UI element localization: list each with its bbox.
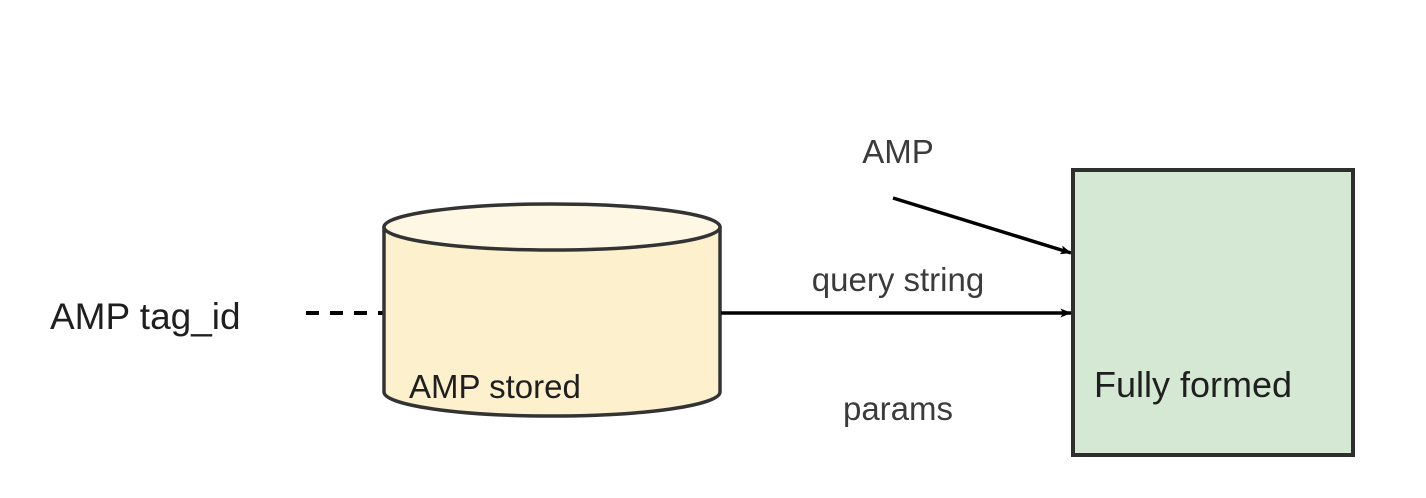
- amp-query-string-params-label: AMP query string params: [778, 45, 1018, 498]
- cylinder-line-1: AMP stored: [409, 367, 581, 405]
- cylinder-body: [382, 225, 722, 418]
- node-fully-formed-ortb: [1071, 168, 1355, 457]
- edge-params-to-ortb: [892, 196, 1072, 255]
- query-params-line-1: AMP: [862, 132, 934, 170]
- fully-formed-ortb-label: Fully formed ORTB: [1094, 268, 1292, 498]
- ortb-line-1: Fully formed: [1094, 363, 1293, 405]
- query-params-line-3: params: [842, 390, 954, 428]
- amp-tag-id-label: AMP tag_id: [50, 296, 241, 337]
- cylinder-top: [382, 202, 722, 252]
- query-params-line-2: query string: [811, 261, 985, 299]
- amp-stored-request-template-label: AMP stored request template: [409, 277, 655, 498]
- node-amp-stored-request-template: [382, 202, 722, 418]
